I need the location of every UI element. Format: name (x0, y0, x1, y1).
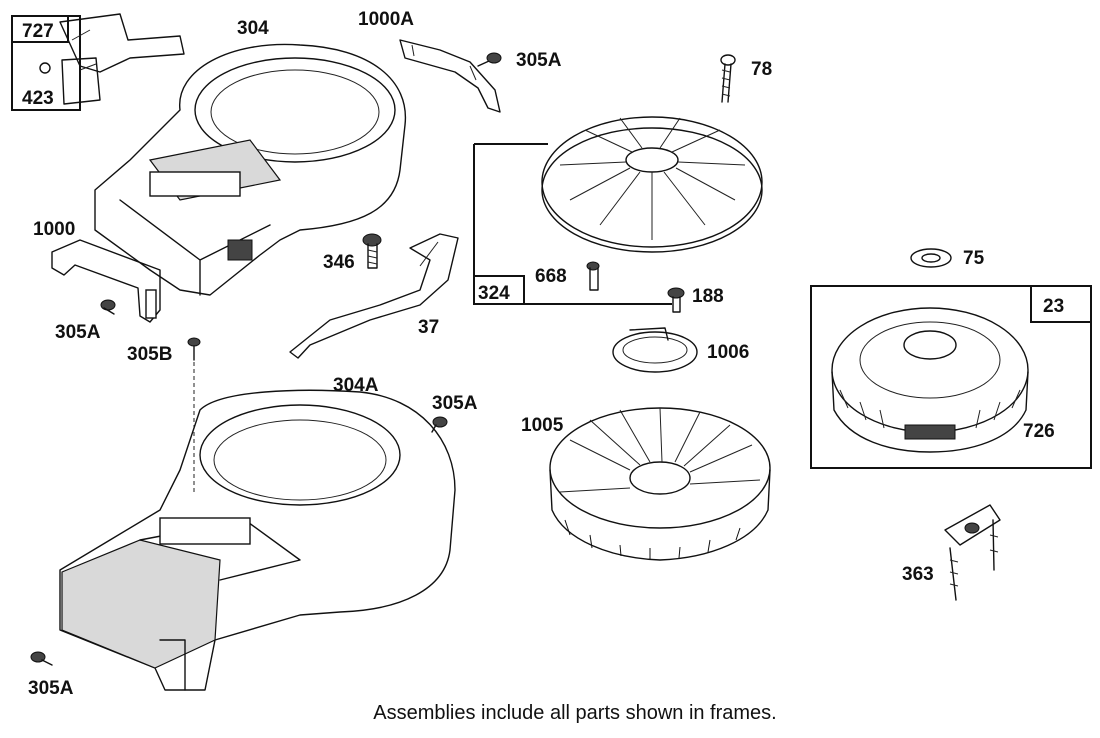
screw-305A-top (477, 52, 502, 67)
label-727: 727 (22, 21, 54, 42)
label-324: 324 (478, 283, 510, 304)
label-423: 423 (22, 88, 54, 109)
starter-cup-1006 (612, 327, 698, 373)
blower-housing-304A (59, 389, 456, 691)
label-1005: 1005 (521, 415, 564, 436)
label-1000: 1000 (33, 219, 75, 240)
assembly-frame-23 (810, 285, 1092, 469)
bolt-78 (720, 54, 736, 103)
label-304A: 304A (333, 375, 379, 396)
bracket-363 (944, 504, 1001, 601)
bracket-1000A (399, 39, 501, 113)
bracket-1000 (51, 239, 161, 323)
label-75: 75 (963, 248, 985, 269)
flywheel-1005 (549, 407, 771, 561)
label-305A-top: 305A (516, 50, 562, 71)
label-305A-mid: 305A (432, 393, 478, 414)
label-726: 726 (1023, 421, 1055, 442)
label-346: 346 (323, 252, 355, 273)
air-guide-37 (289, 233, 459, 359)
label-363: 363 (902, 564, 934, 585)
screw-346 (362, 233, 382, 269)
label-78: 78 (751, 59, 772, 80)
frames-caption: Assemblies include all parts shown in fr… (373, 702, 777, 724)
label-23: 23 (1043, 296, 1064, 317)
screw-305A-mid (431, 416, 448, 433)
label-305A-left: 305A (55, 322, 101, 343)
blower-housing-304 (94, 43, 407, 296)
label-304: 304 (237, 18, 269, 39)
washer-75 (910, 248, 952, 268)
label-305B: 305B (127, 344, 172, 365)
label-1000A: 1000A (358, 9, 414, 30)
label-305A-bottom: 305A (28, 678, 74, 699)
rotating-screen (541, 116, 763, 253)
screw-305A-bottom (30, 651, 53, 666)
label-188: 188 (692, 286, 724, 307)
assembly-frame-324 (473, 143, 672, 305)
label-37: 37 (418, 317, 439, 338)
flywheel-726 (831, 307, 1029, 453)
screw-305A-left (100, 299, 116, 315)
screw-188 (667, 287, 685, 313)
screw-668 (586, 261, 600, 291)
label-668: 668 (535, 266, 567, 287)
assembly-frame-727 (11, 13, 185, 111)
label-1006: 1006 (707, 342, 749, 363)
